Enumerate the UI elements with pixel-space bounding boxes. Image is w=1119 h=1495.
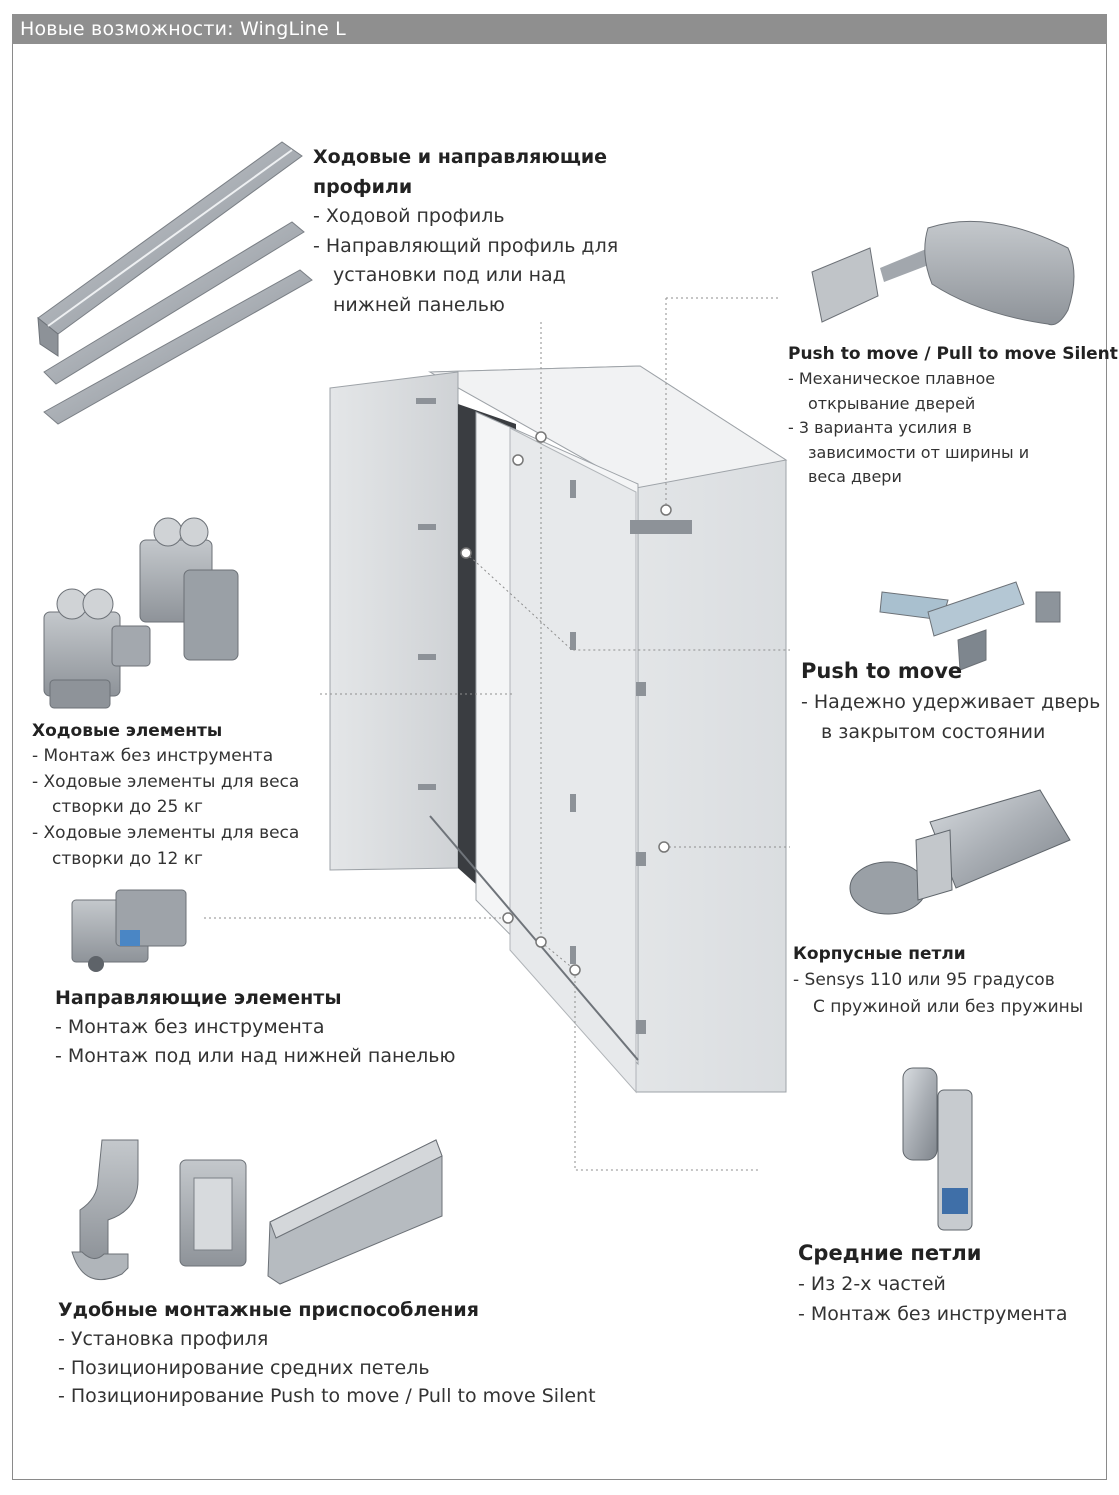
profiles-title-line1: Ходовые и направляющие bbox=[313, 146, 608, 168]
guide-elements-item: - Монтаж без инструмента bbox=[55, 1016, 325, 1038]
guide-elements-callout: Направляющие элементы - Монтаж без инстр… bbox=[55, 983, 455, 1070]
push-to-move-callout: Push to move - Надежно удерживает дверь … bbox=[801, 655, 1100, 747]
middle-hinges-callout: Средние петли - Из 2-х частей - Монтаж б… bbox=[798, 1237, 1068, 1329]
profiles-item: - Ходовой профиль bbox=[313, 205, 505, 227]
running-elements-title: Ходовые элементы bbox=[32, 721, 223, 741]
profiles-image bbox=[37, 141, 313, 425]
guide-element-image bbox=[71, 889, 187, 972]
push-pull-silent-item: - Механическое плавное bbox=[788, 369, 996, 388]
middle-hinges-item: - Монтаж без инструмента bbox=[798, 1303, 1068, 1325]
push-pull-silent-item: - 3 варианта усилия в bbox=[788, 418, 972, 437]
running-elements-callout: Ходовые элементы - Монтаж без инструмент… bbox=[32, 718, 299, 873]
profiles-item: - Направляющий профиль для bbox=[313, 234, 619, 257]
middle-hinges-title: Средние петли bbox=[798, 1241, 982, 1265]
mounting-tools-item: - Позиционирование Push to move / Pull t… bbox=[58, 1385, 596, 1407]
mounting-tools-item: - Установка профиля bbox=[58, 1328, 269, 1350]
middle-hinge-image bbox=[902, 1067, 973, 1231]
leader-lines bbox=[204, 297, 790, 1171]
push-pull-silent-image bbox=[811, 220, 1075, 326]
leader-dots bbox=[460, 431, 672, 976]
guide-elements-title: Направляющие элементы bbox=[55, 987, 342, 1009]
push-to-move-title: Push to move bbox=[801, 659, 963, 683]
running-elements-item: - Ходовые элементы для веса bbox=[32, 771, 300, 792]
cabinet-hinges-callout: Корпусные петли - Sensys 110 или 95 град… bbox=[793, 941, 1083, 1020]
running-elements-item: створки до 25 кг bbox=[52, 797, 203, 818]
push-to-move-item: в закрытом состоянии bbox=[821, 721, 1046, 743]
push-to-move-image bbox=[879, 581, 1061, 671]
push-pull-silent-callout: Push to move / Pull to move Silent - Мех… bbox=[788, 341, 1118, 490]
push-to-move-item: - Надежно удерживает дверь bbox=[801, 691, 1101, 713]
mounting-tools-item: - Позиционирование средних петель bbox=[58, 1356, 430, 1379]
cabinet-hinges-item: - Sensys 110 или 95 градусов bbox=[793, 970, 1055, 990]
cabinet-hinges-title: Корпусные петли bbox=[793, 944, 966, 964]
mounting-tools-image bbox=[71, 1139, 443, 1285]
header-bar bbox=[12, 14, 1107, 44]
push-pull-silent-item: веса двери bbox=[808, 467, 902, 486]
cabinet-hinges-item: С пружиной или без пружины bbox=[813, 996, 1084, 1017]
mounting-tools-title: Удобные монтажные приспособления bbox=[58, 1299, 479, 1321]
middle-hinges-item: - Из 2-х частей bbox=[798, 1273, 946, 1295]
profiles-item: нижней панелью bbox=[333, 293, 505, 316]
running-elements-item: створки до 12 кг bbox=[52, 848, 203, 869]
push-pull-silent-item: открывание дверей bbox=[808, 393, 976, 413]
running-elements-item: - Ходовые элементы для веса bbox=[32, 823, 300, 844]
page-title: Новые возможности: WingLine L bbox=[20, 18, 346, 40]
running-elements-image bbox=[43, 517, 239, 709]
push-pull-silent-title: Push to move / Pull to move Silent bbox=[788, 344, 1118, 364]
profiles-title-line2: профили bbox=[313, 176, 413, 198]
cabinet-hinge-image bbox=[849, 789, 1071, 915]
mounting-tools-callout: Удобные монтажные приспособления - Устан… bbox=[58, 1295, 596, 1411]
running-elements-item: - Монтаж без инструмента bbox=[32, 746, 274, 766]
push-pull-silent-item: зависимости от ширины и bbox=[808, 442, 1030, 462]
profiles-callout: Ходовые и направляющие профили - Ходовой… bbox=[313, 142, 618, 320]
guide-elements-item: - Монтаж под или над нижней панелью bbox=[55, 1044, 456, 1067]
profiles-item: установки под или над bbox=[333, 264, 566, 286]
